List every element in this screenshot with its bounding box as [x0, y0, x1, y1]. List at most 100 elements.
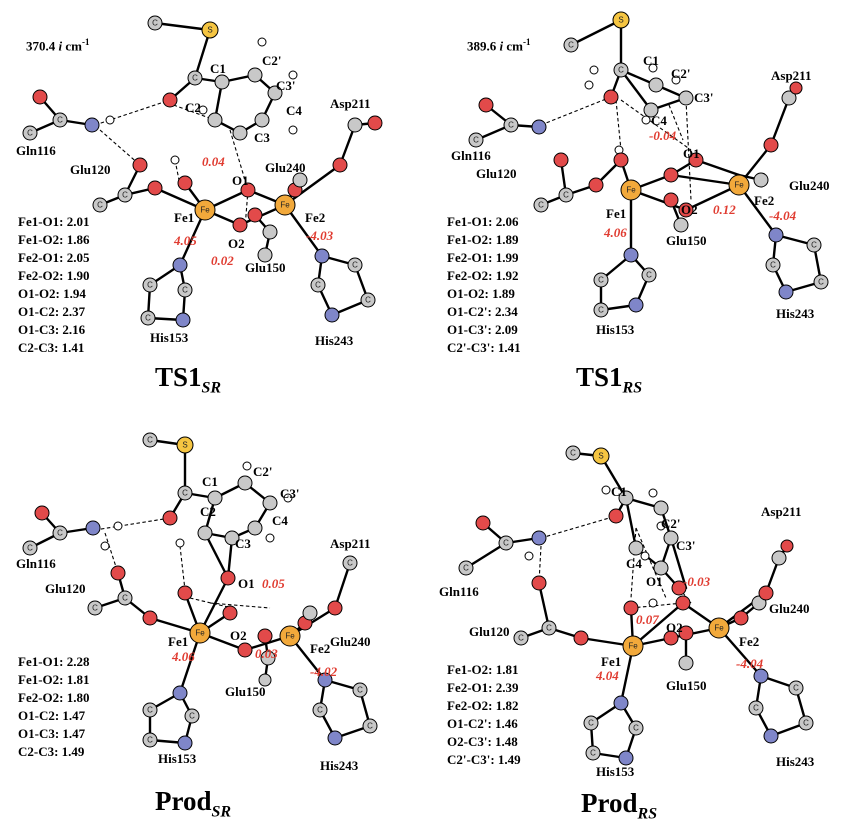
oxygen-atom [675, 595, 691, 611]
carbon-atom [140, 310, 156, 326]
atom-carbon: C [27, 129, 33, 138]
carbon-atom [237, 475, 253, 491]
bond [569, 18, 623, 47]
distance-item: O1-C2: 2.37 [18, 304, 86, 319]
panel-ts1-sr: 370.4 i cm-1 [0, 0, 421, 418]
carbon-atom [147, 15, 163, 31]
oxygen-atom [162, 92, 178, 108]
carbon-atom [347, 117, 363, 133]
carbon-atom [22, 540, 38, 556]
label: Glu120 [70, 162, 110, 177]
nitrogen-atom [172, 685, 188, 701]
distance-item: O1-C2': 2.34 [447, 304, 518, 319]
carbon-atom [362, 718, 378, 734]
carbon-atom [342, 555, 358, 571]
atom-carbon: C [538, 201, 544, 210]
carbon-atom [214, 74, 230, 90]
label: His243 [315, 333, 354, 348]
spin-density: -4.04 [736, 656, 764, 671]
hydrogen-bonds [94, 517, 271, 609]
label: His153 [596, 764, 635, 779]
carbon-atom [92, 197, 108, 213]
nitrogen-atom [324, 307, 340, 323]
oxygen-atom [763, 137, 779, 153]
label: Glu240 [265, 160, 305, 175]
carbon-atom [207, 490, 223, 506]
carbon-atom [653, 500, 669, 516]
atom-carbon: C [357, 686, 363, 695]
carbon-atom [593, 302, 609, 318]
oxygen-atom [177, 175, 193, 191]
label: Fe1 [174, 210, 194, 225]
carbon-atom [254, 112, 270, 128]
oxygen-atom [222, 605, 238, 621]
hydrogen-atom [589, 65, 599, 75]
label: Fe2 [310, 641, 330, 656]
carbon-atom [22, 125, 38, 141]
carbon-atom [310, 277, 326, 293]
label: C2' [262, 53, 282, 68]
spin-densities: -0.04 4.06 0.12 -4.04 [603, 128, 797, 240]
nitrogen-atom [618, 750, 634, 766]
atom-iron: Fe [200, 206, 210, 215]
distance-item: C2'-C3': 1.49 [447, 752, 521, 767]
atom-carbon: C [192, 74, 198, 83]
atom-sulfur: S [618, 16, 623, 25]
oxygen-atom [663, 630, 679, 646]
carbon-atom [260, 650, 276, 666]
spin-density: 4.06 [603, 225, 627, 240]
oxygen-atom [247, 207, 263, 223]
carbon-atom [765, 257, 781, 273]
nitrogen-atom [768, 227, 784, 243]
molecular-structure: C S C C C C C [451, 11, 829, 337]
carbon-atom [142, 702, 158, 718]
spin-density: 0.05 [262, 576, 285, 591]
distance-list: Fe1-O2: 1.81 Fe2-O1: 2.39 Fe2-O2: 1.82 O… [447, 661, 521, 769]
label: Fe1 [601, 654, 621, 669]
nitrogen-atom [531, 119, 547, 135]
label: His243 [776, 306, 815, 321]
hydrogen-bonds [94, 99, 249, 229]
atom-carbon: C [152, 19, 158, 28]
imaginary-frequency: 370.4 i cm-1 [26, 37, 90, 54]
distance-item: O1-C3: 2.16 [18, 322, 86, 337]
atom-labels: C1 C2' C3' C4 Asp211 Gln116 Glu120 O1 Gl… [451, 53, 829, 337]
label: His243 [320, 758, 359, 773]
hydrogen-atoms [105, 37, 298, 165]
distance-item: O1-C2': 1.46 [447, 716, 518, 731]
hydrogen-bond [540, 515, 617, 539]
hydrogen-atom [640, 551, 650, 561]
atom-labels: C1 C2' C3' C2 C4 C3 Asp211 Gln116 Glu120… [16, 53, 370, 348]
label: C4 [651, 113, 667, 128]
label: C2' [671, 66, 691, 81]
spin-density: 4.04 [595, 668, 619, 683]
carbon-atom [347, 257, 363, 273]
atom-iron: Fe [626, 186, 636, 195]
hydrogen-atom [656, 521, 666, 531]
atom-labels: C1 Asp211 C2' C3' Gln116 C4 O1 Glu240 Gl… [439, 484, 815, 779]
spin-density: -0.04 [649, 128, 677, 143]
nitrogen-atom [314, 248, 330, 264]
atom-carbon: C [147, 436, 153, 445]
label: C3' [276, 78, 296, 93]
label: Gln116 [451, 148, 491, 163]
hydrogen-bond [630, 602, 684, 609]
atom-sulfur: S [182, 441, 187, 450]
atom-carbon: C [147, 281, 153, 290]
atom-carbon: C [182, 489, 188, 498]
panel-title: TS1SR [155, 362, 222, 397]
hydrogen-bond [615, 99, 622, 151]
label: O1 [238, 576, 255, 591]
hydrogen-atom [641, 115, 651, 125]
nitrogen-atom [778, 284, 794, 300]
distance-item: Fe1-O2: 1.81 [18, 672, 90, 687]
carbon-atom [458, 560, 474, 576]
atom-carbon: C [518, 634, 524, 643]
spin-densities: 0.05 4.06 0.03 -4.02 [171, 576, 338, 679]
nitrogen-atom [753, 668, 769, 684]
hydrogen-atom [105, 115, 115, 125]
iron-atom [194, 199, 216, 221]
iron-atom [708, 617, 730, 639]
oxygen-atom [603, 89, 619, 105]
label: Gln116 [16, 143, 56, 158]
